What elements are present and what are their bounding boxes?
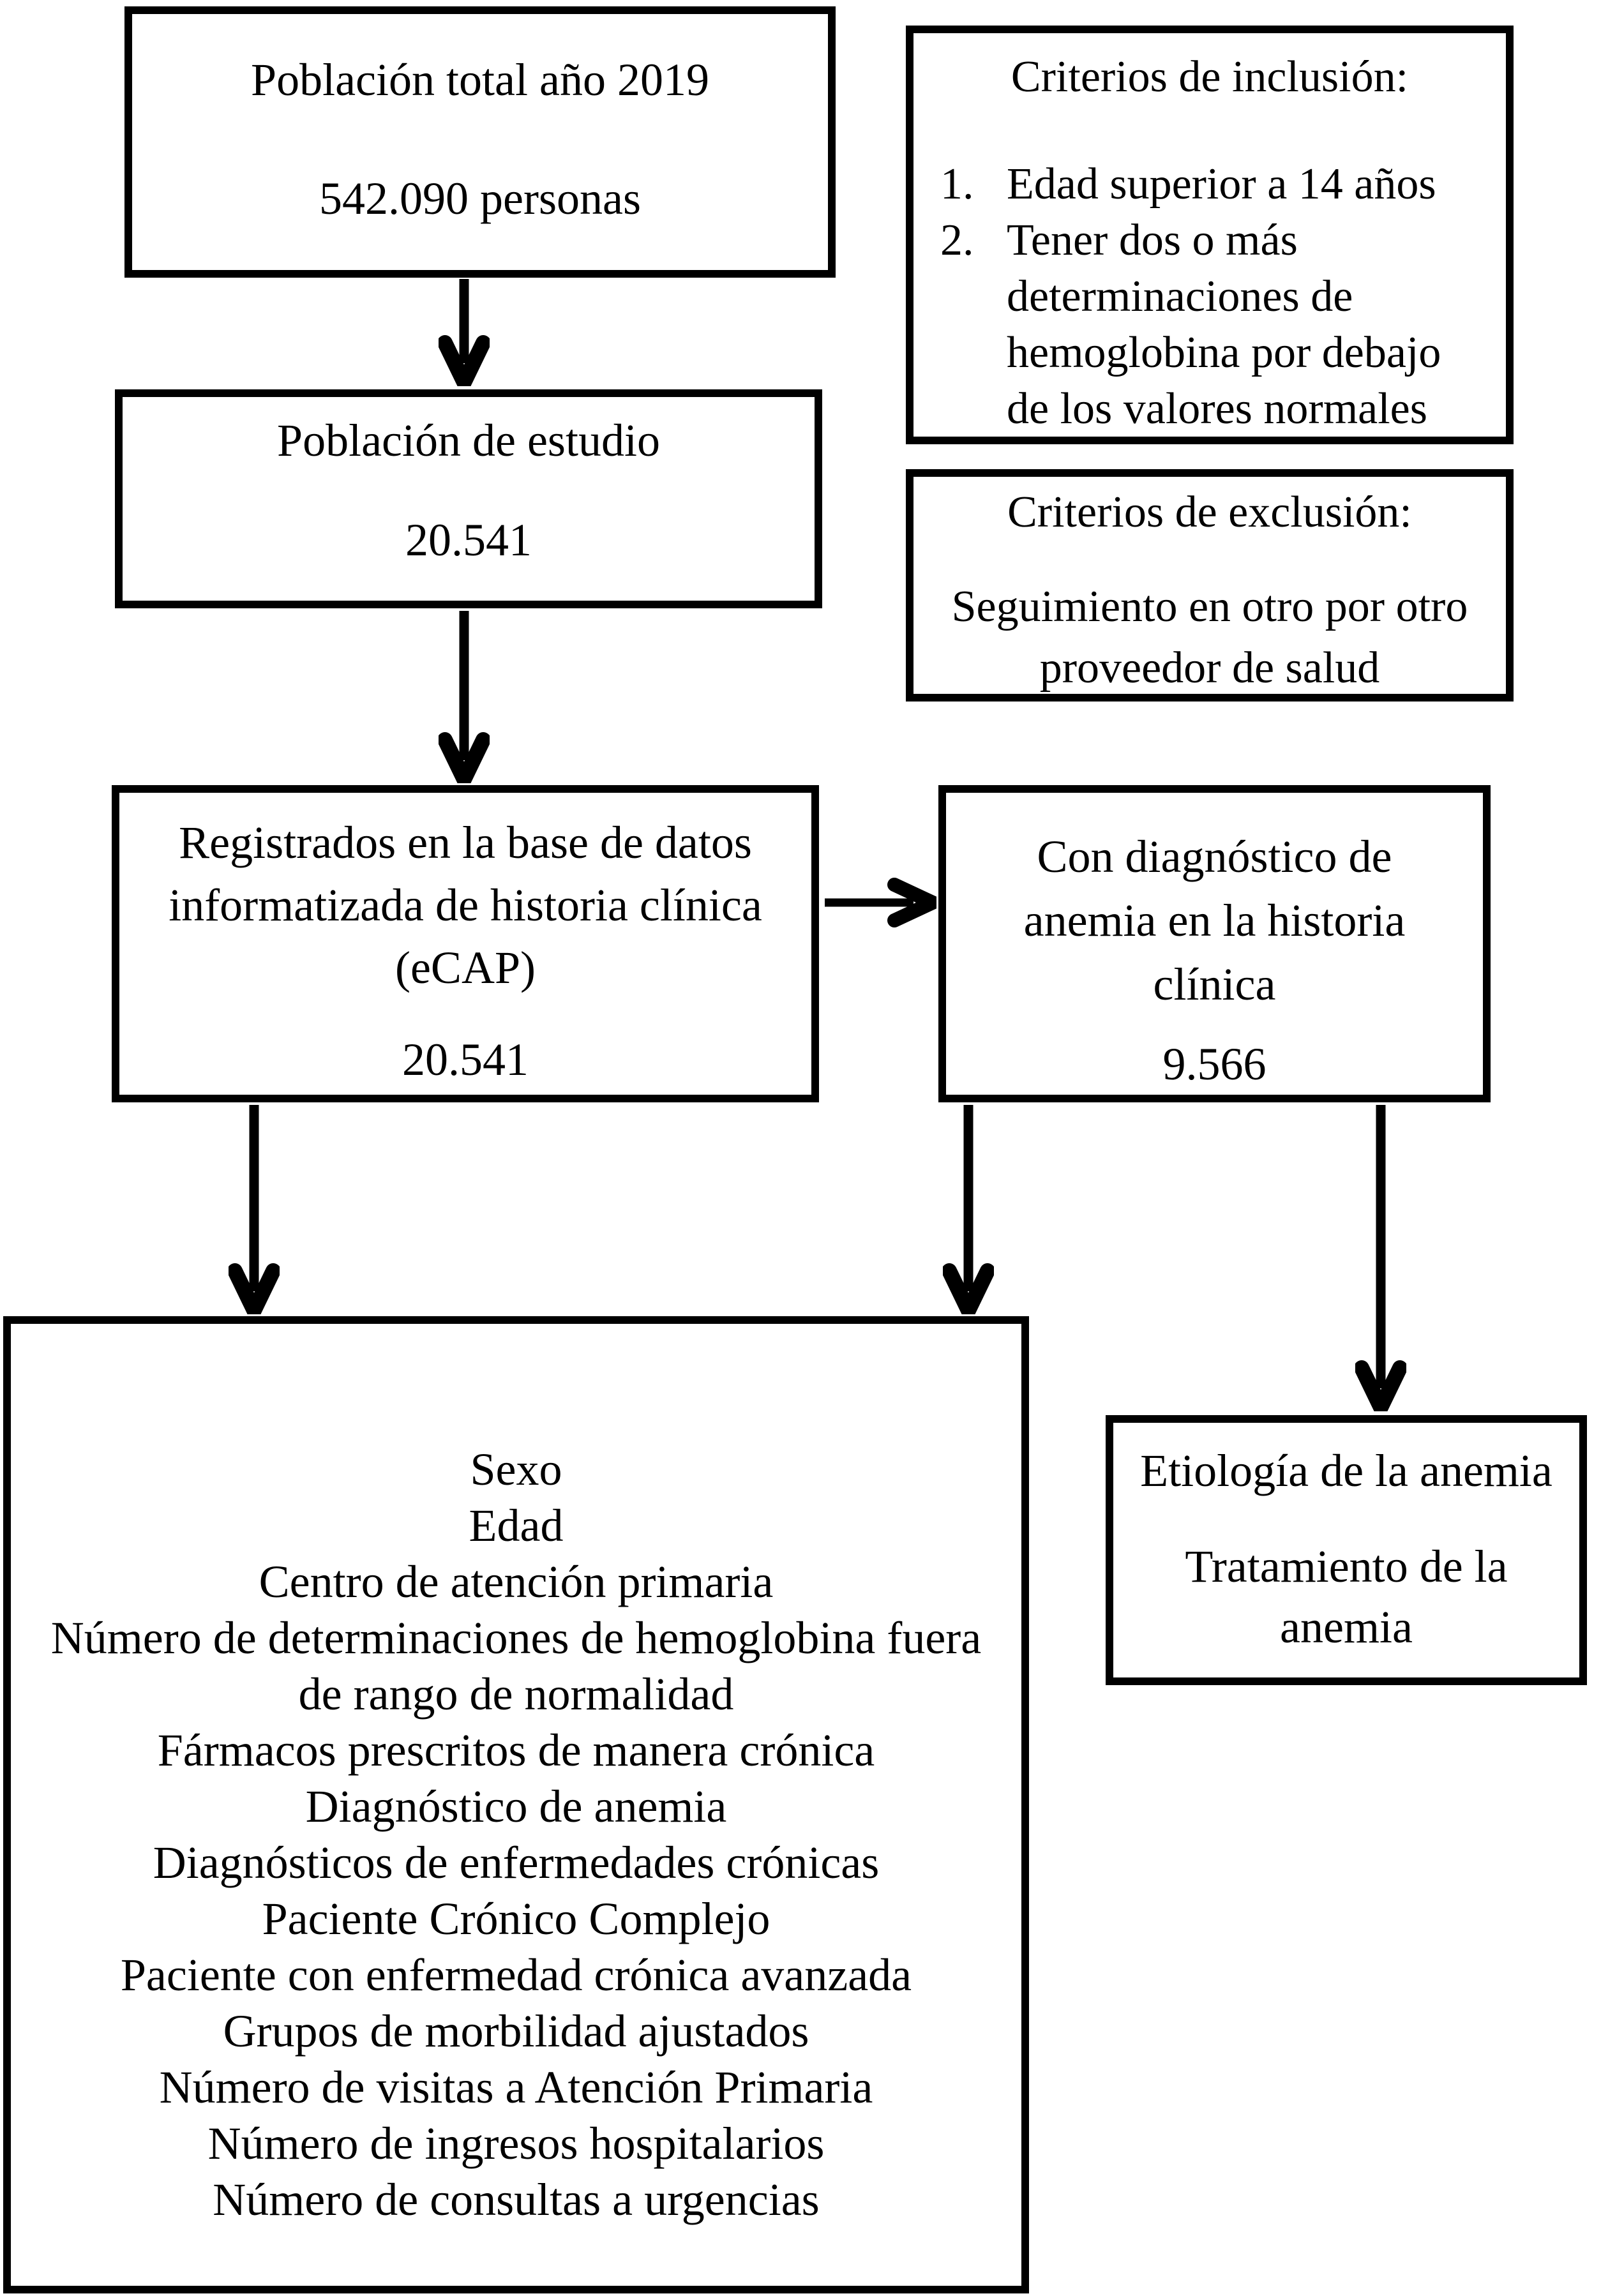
con-diagnostico-line-3: clínica: [1153, 959, 1276, 1010]
variable-farmacos-cronicos: Fármacos prescritos de manera crónica: [157, 1725, 875, 1776]
registrados-ecap-line-3: (eCAP): [395, 942, 536, 993]
box-con-diagnostico: Con diagnóstico de anemia en la historia…: [938, 785, 1491, 1102]
variable-determinaciones-hemoglobina: Número de determinaciones de hemoglobina…: [50, 1612, 982, 1720]
down-arrow-diagnostico-to-variables-icon: [943, 1105, 994, 1314]
variable-sexo: Sexo: [470, 1444, 562, 1495]
box-variables-estudiadas: Sexo Edad Centro de atención primaria Nú…: [3, 1316, 1029, 2293]
variable-centro-atencion-primaria: Centro de atención primaria: [259, 1556, 774, 1607]
resultados-tratamiento: Tratamiento de la anemia: [1185, 1541, 1508, 1653]
poblacion-estudio-title: Población de estudio: [277, 415, 660, 466]
registrados-ecap-line-1: Registrados en la base de datos: [179, 817, 752, 868]
registrados-ecap-value: 20.541: [402, 1034, 529, 1085]
variable-ingresos-hospitalarios: Número de ingresos hospitalarios: [207, 2118, 825, 2169]
variable-enfermedad-cronica-avanzada: Paciente con enfermedad crónica avanzada: [120, 1949, 912, 2000]
con-diagnostico-line-2: anemia en la historia: [1023, 895, 1406, 946]
down-arrow-ecap-to-variables-icon: [229, 1105, 280, 1314]
criterios-exclusion-title: Criterios de exclusión:: [1007, 488, 1412, 537]
con-diagnostico-line-1: Con diagnóstico de: [1037, 831, 1392, 882]
criterios-exclusion-line-1: Seguimiento en otro por otro: [951, 582, 1468, 631]
inclusion-item-2: 2. Tener dos o más determinaciones de he…: [913, 213, 1506, 437]
con-diagnostico-value: 9.566: [1162, 1039, 1267, 1090]
poblacion-estudio-value: 20.541: [405, 514, 532, 566]
inclusion-item-1-text: Edad superior a 14 años: [1007, 160, 1436, 209]
inclusion-item-1-number: 1.: [940, 160, 974, 209]
box-criterios-inclusion: Criterios de inclusión: 1. Edad superior…: [906, 26, 1514, 444]
variable-visitas-atencion-primaria: Número de visitas a Atención Primaria: [159, 2062, 873, 2113]
variable-paciente-cronico-complejo: Paciente Crónico Complejo: [262, 1893, 770, 1944]
box-criterios-exclusion: Criterios de exclusión: Seguimiento en o…: [906, 469, 1514, 702]
criterios-exclusion-line-2: proveedor de salud: [1039, 643, 1380, 693]
poblacion-total-title: Población total año 2019: [251, 54, 709, 105]
variable-diagnostico-anemia: Diagnóstico de anemia: [305, 1781, 727, 1832]
poblacion-total-value: 542.090 personas: [319, 173, 641, 224]
variable-consultas-urgencias: Número de consultas a urgencias: [213, 2174, 820, 2225]
criterios-inclusion-title: Criterios de inclusión:: [1011, 52, 1409, 101]
variable-edad: Edad: [469, 1500, 564, 1551]
resultados-etiologia: Etiología de la anemia: [1140, 1445, 1552, 1496]
box-poblacion-total: Población total año 2019 542.090 persona…: [124, 6, 836, 278]
box-etiologia-tratamiento: Etiología de la anemia Tratamiento de la…: [1106, 1415, 1587, 1685]
variable-diagnosticos-enfermedades-cronicas: Diagnósticos de enfermedades crónicas: [153, 1837, 880, 1888]
down-arrow-estudio-to-ecap-icon: [439, 611, 490, 783]
inclusion-item-1: 1. Edad superior a 14 años: [913, 156, 1506, 213]
down-arrow-total-to-estudio-icon: [439, 279, 490, 386]
down-arrow-diagnostico-to-resultados-icon: [1355, 1105, 1406, 1411]
right-arrow-ecap-to-diagnostico-icon: [825, 877, 936, 928]
box-poblacion-estudio: Población de estudio 20.541: [115, 389, 822, 608]
inclusion-item-2-text: Tener dos o más determinaciones de hemog…: [1007, 216, 1441, 433]
box-registrados-ecap: Registrados en la base de datos informat…: [112, 785, 819, 1102]
inclusion-item-2-number: 2.: [940, 216, 974, 265]
variable-grupos-morbilidad: Grupos de morbilidad ajustados: [223, 2006, 809, 2057]
registrados-ecap-line-2: informatizada de historia clínica: [169, 880, 762, 931]
